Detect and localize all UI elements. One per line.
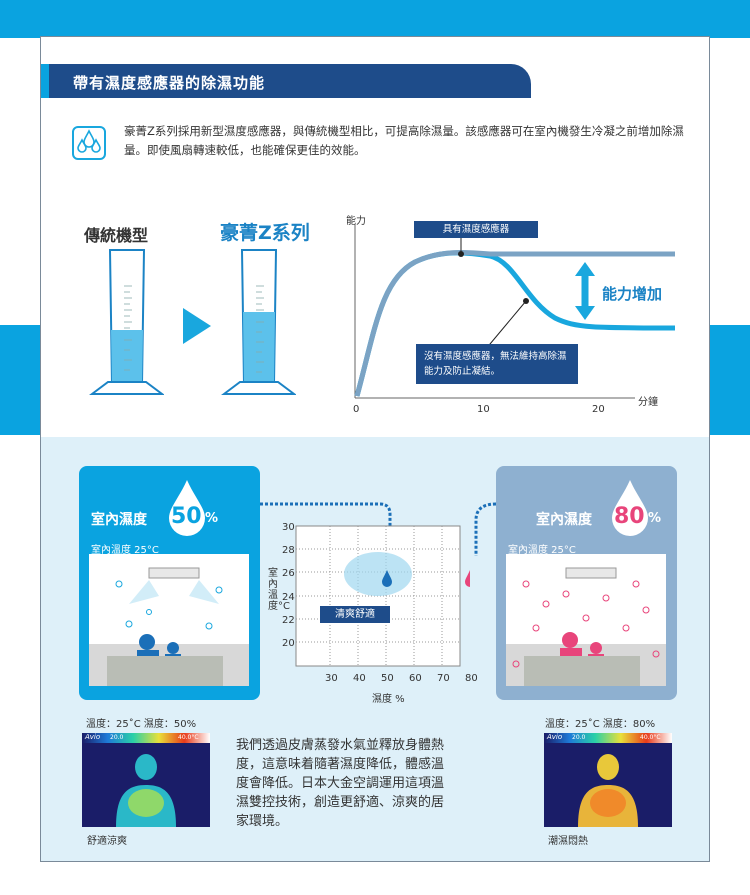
right-caption: 溫度：25˚C 濕度：80% — [545, 719, 656, 730]
top-color-band — [0, 0, 750, 38]
thermal-right-brand: Avio — [547, 733, 563, 741]
panel-right-title: 室內濕度 — [536, 512, 592, 528]
section-title-bar: 帶有濕度感應器的除濕功能 — [41, 64, 531, 98]
comfort-zone-label: 清爽舒適 — [320, 606, 390, 623]
z-series-label: 豪菁Z系列 — [220, 222, 310, 244]
comfort-y-tick-20: 20 — [282, 638, 295, 649]
section-title: 帶有濕度感應器的除濕功能 — [73, 74, 266, 92]
thermal-right-high: 40.0°C — [640, 734, 661, 741]
z-series-cylinder — [221, 249, 296, 395]
thermal-left-high: 40.0°C — [178, 734, 199, 741]
connector-lines — [200, 502, 497, 560]
capacity-graph — [354, 224, 675, 399]
thermal-image-left: Avio 20.0 40.0°C — [82, 733, 210, 827]
panel-right-sub: 室內溫度 25°C — [508, 545, 576, 556]
panel-left-percent-sign: % — [205, 511, 219, 526]
thermal-right-label: 潮濕悶熱 — [548, 836, 588, 847]
comfort-chart — [295, 525, 470, 667]
comfort-x-tick-60: 60 — [409, 673, 422, 684]
intro-text: 豪菁Z系列採用新型濕度感應器，與傳統機型相比，可提高除濕量。該感應器可在室內機發… — [124, 124, 684, 157]
panel-left-percent: 50 — [171, 504, 202, 529]
comfort-y-tick-26: 26 — [282, 568, 295, 579]
comfort-y-tick-22: 22 — [282, 615, 295, 626]
comfort-x-tick-40: 40 — [353, 673, 366, 684]
traditional-cylinder — [89, 249, 164, 395]
panel-humidity-80: 室內濕度 80 % 室內溫度 25°C — [496, 466, 677, 700]
capacity-x-tick-10: 10 — [477, 404, 490, 415]
comfort-zone — [344, 552, 412, 596]
capacity-x-tick-20: 20 — [592, 404, 605, 415]
capacity-boost-label: 能力增加 — [602, 285, 663, 303]
drop-badge-right-icon — [612, 480, 648, 536]
room-illustration-right — [506, 554, 666, 686]
drop-badge-left-icon — [169, 480, 205, 536]
thermal-left-brand: Avio — [85, 733, 101, 741]
comfort-y-tick-30: 30 — [282, 522, 295, 533]
comfort-x-tick-80: 80 — [465, 673, 478, 684]
with-sensor-curve — [354, 250, 675, 397]
traditional-model-label: 傳統機型 — [84, 226, 149, 245]
comfort-x-tick-30: 30 — [325, 673, 338, 684]
thermal-image-right: Avio 20.0 40.0°C — [544, 733, 672, 827]
panel-right-percent: 80 — [614, 504, 645, 529]
panel-left-sub: 室內溫度 25°C — [91, 545, 159, 556]
drop-50-icon — [382, 570, 392, 587]
right-color-band — [710, 325, 750, 435]
note-without-sensor: 沒有濕度感應器，無法維持高除濕能力及防止凝結。 — [416, 344, 578, 384]
left-caption: 溫度：25˚C 濕度：50% — [86, 719, 197, 730]
thermal-left-label: 舒適涼爽 — [87, 836, 127, 847]
panel-right-percent-sign: % — [648, 511, 662, 526]
capacity-boost-arrow — [575, 262, 595, 320]
comparison-arrow-icon — [183, 308, 211, 344]
capacity-x-tick-0: 0 — [353, 404, 360, 415]
note-with-sensor: 具有濕度感應器 — [414, 221, 538, 238]
room-illustration-left — [89, 554, 249, 686]
water-drops-icon — [72, 126, 106, 160]
comfort-y-tick-28: 28 — [282, 545, 295, 556]
left-color-band — [0, 325, 42, 435]
capacity-y-label: 能力 — [346, 216, 366, 227]
comfort-x-label: 濕度 % — [372, 694, 405, 705]
thermal-left-low: 20.0 — [110, 734, 124, 741]
panel-humidity-50: 室內濕度 50 % 室內溫度 25°C — [79, 466, 260, 700]
comfort-x-tick-70: 70 — [437, 673, 450, 684]
comfort-x-tick-50: 50 — [381, 673, 394, 684]
comfort-y-label: 室內溫度°C — [268, 568, 290, 612]
capacity-x-unit: 分鐘 — [638, 397, 658, 408]
title-accent — [41, 64, 49, 98]
drop-80-icon — [465, 570, 470, 587]
comfort-y-tick-24: 24 — [282, 592, 295, 603]
panel-left-title: 室內濕度 — [91, 512, 147, 528]
thermal-right-low: 20.0 — [572, 734, 586, 741]
description-text: 我們透過皮膚蒸發水氣並釋放身體熱度，這意味着隨著濕度降低，體感溫度會降低。日本大… — [236, 738, 445, 829]
